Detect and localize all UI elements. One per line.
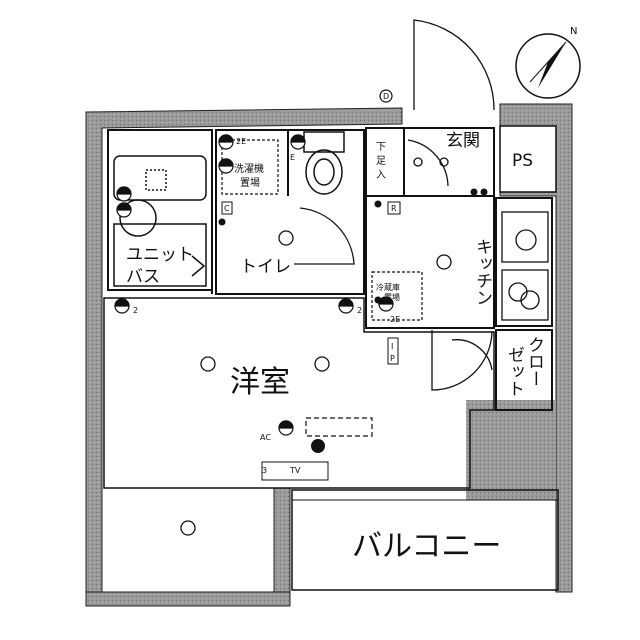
symbol-3: 3: [262, 466, 267, 475]
label-shoe-2: 足: [376, 155, 386, 167]
symbol-ip-p: P: [390, 354, 395, 363]
ceiling-lights: [180, 157, 452, 536]
symbol-2e-washer: 2E: [236, 137, 246, 146]
compass-north-label: N: [570, 26, 577, 37]
symbol-2e-fridge: 2E: [390, 315, 400, 324]
symbol-l: L: [314, 442, 319, 451]
exterior-walls: [85, 103, 573, 607]
label-washer-2: 置場: [240, 176, 260, 189]
kitchen-fixtures: [501, 211, 549, 321]
label-unit-bath-2: バス: [126, 267, 160, 287]
label-shoe-1: 下: [376, 142, 386, 153]
symbol-e: E: [290, 153, 295, 162]
room-labels: 洋室 トイレ ユニット バス 玄関 PS バルコニー 洗濯機 置場 冷蔵庫 置場…: [126, 131, 533, 564]
symbol-r: R: [391, 204, 397, 213]
label-unit-bath-1: ユニット: [126, 245, 194, 265]
small-markers: [221, 201, 401, 481]
symbol-d: D: [383, 92, 389, 101]
compass: N: [515, 26, 581, 99]
label-entrance: 玄関: [446, 131, 480, 151]
label-closet-1: クロー: [524, 336, 544, 387]
vertical-labels: キッチン クロー ゼット: [472, 238, 544, 397]
label-washer-1: 洗濯機: [234, 162, 264, 175]
label-fridge-2: 置場: [384, 292, 400, 302]
symbol-ac: AC: [260, 433, 271, 442]
partition-walls: [103, 127, 559, 591]
label-shoe-3: 入: [376, 170, 386, 181]
label-toilet: トイレ: [240, 257, 291, 277]
bathtub: [113, 155, 207, 287]
symbol-labels: D C R L E 2E 2E 2 2 3 TV AC I P: [133, 92, 400, 475]
symbol-ip-i: I: [391, 342, 393, 351]
ps-box: [499, 125, 557, 193]
aircon-outline: [305, 417, 373, 437]
label-kitchen: キッチン: [472, 238, 492, 306]
door-swings: [294, 19, 495, 391]
symbol-2-toilet: 2: [357, 306, 362, 315]
label-ps: PS: [512, 151, 533, 171]
fridge-space: [371, 271, 423, 321]
label-balcony: バルコニー: [352, 529, 501, 564]
toilet-bowl: [303, 131, 345, 195]
label-western-room: 洋室: [230, 365, 290, 400]
symbol-c: C: [224, 204, 230, 213]
symbol-2-bath: 2: [133, 306, 138, 315]
label-fridge-1: 冷蔵庫: [376, 282, 400, 292]
symbol-tv: TV: [289, 466, 301, 475]
label-closet-2: ゼット: [504, 346, 524, 397]
